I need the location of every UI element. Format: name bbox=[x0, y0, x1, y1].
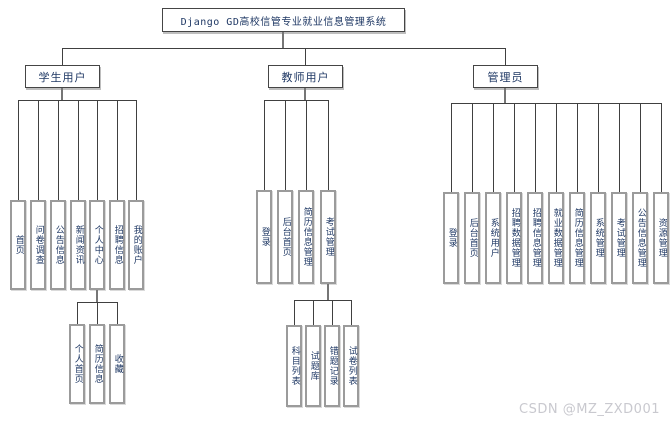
connector-student-drop-6 bbox=[117, 100, 118, 200]
branch-teacher-user: 教师用户 bbox=[268, 65, 343, 88]
connector-student-drop-1 bbox=[18, 100, 19, 200]
node-admin-backend-home: 后台首页 bbox=[464, 192, 480, 284]
node-exam-paper-list: 试卷列表 bbox=[343, 325, 359, 407]
csdn-watermark: CSDN @MZ_ZXD001 bbox=[519, 402, 660, 417]
connector-admin-drop-11 bbox=[661, 103, 662, 192]
connector-student-drop-2 bbox=[38, 100, 39, 200]
connector-teacher-drop-4 bbox=[328, 100, 329, 190]
node-admin-resource-management: 资源管理 bbox=[653, 192, 669, 284]
node-teacher-backend-home: 后台首页 bbox=[277, 190, 293, 284]
connector-student-horizontal bbox=[18, 100, 137, 101]
node-admin-exam-management: 考试管理 bbox=[611, 192, 627, 284]
connector-root-stub bbox=[282, 32, 284, 48]
connector-drop-teacher bbox=[305, 48, 306, 65]
node-teacher-exam-management: 考试管理 bbox=[320, 190, 336, 284]
connector-admin-drop-8 bbox=[598, 103, 599, 192]
connector-student-drop-5 bbox=[97, 100, 98, 200]
connector-student-drop-7 bbox=[136, 100, 137, 200]
node-student-jobs: 招聘信息 bbox=[109, 200, 125, 290]
node-personal-home: 个人首页 bbox=[69, 324, 85, 404]
connector-teacher-horizontal bbox=[264, 100, 329, 101]
connector-student-drop-4 bbox=[78, 100, 79, 200]
node-exam-subject-list: 科目列表 bbox=[286, 325, 302, 407]
node-exam-wrong-answers: 错题记录 bbox=[324, 325, 340, 407]
connector-exam-drop-4 bbox=[351, 300, 352, 325]
connector-teacher-drop-3 bbox=[306, 100, 307, 190]
root-system-node: Django GD高校信管专业就业信息管理系统 bbox=[162, 8, 405, 32]
connector-teacher-stub bbox=[304, 88, 306, 100]
node-admin-login: 登录 bbox=[443, 192, 459, 284]
node-admin-system-users: 系统用户 bbox=[485, 192, 501, 284]
connector-exam-drop-1 bbox=[294, 300, 295, 325]
node-teacher-resume-management: 简历信息管理 bbox=[298, 190, 314, 284]
node-student-survey: 问卷调查 bbox=[30, 200, 46, 290]
branch-student-user: 学生用户 bbox=[25, 65, 100, 88]
node-student-announcements: 公告信息 bbox=[50, 200, 66, 290]
connector-admin-drop-9 bbox=[619, 103, 620, 192]
node-student-home: 首页 bbox=[10, 200, 26, 290]
connector-exam-stub bbox=[327, 284, 329, 300]
node-admin-employment-data: 就业数据管理 bbox=[548, 192, 564, 284]
node-personal-resume-info: 简历信息 bbox=[89, 324, 105, 404]
connector-exam-drop-2 bbox=[313, 300, 314, 325]
connector-admin-stub bbox=[504, 88, 506, 103]
connector-teacher-drop-2 bbox=[285, 100, 286, 190]
connector-admin-drop-10 bbox=[640, 103, 641, 192]
connector-exam-horizontal bbox=[294, 300, 352, 301]
node-exam-question-bank: 试题库 bbox=[305, 325, 321, 407]
node-admin-recruitment-data: 招聘数据管理 bbox=[506, 192, 522, 284]
connector-admin-drop-2 bbox=[472, 103, 473, 192]
connector-personal-drop-1 bbox=[77, 302, 78, 324]
node-admin-resume-info: 简历信息管理 bbox=[569, 192, 585, 284]
connector-top-horizontal bbox=[62, 48, 506, 49]
node-admin-announcement-info: 公告信息管理 bbox=[632, 192, 648, 284]
node-student-news: 新闻资讯 bbox=[70, 200, 86, 290]
connector-admin-drop-5 bbox=[535, 103, 536, 192]
node-admin-system-management: 系统管理 bbox=[590, 192, 606, 284]
connector-exam-drop-3 bbox=[332, 300, 333, 325]
connector-admin-drop-7 bbox=[577, 103, 578, 192]
connector-teacher-drop-1 bbox=[264, 100, 265, 190]
connector-admin-drop-1 bbox=[451, 103, 452, 192]
connector-drop-student bbox=[62, 48, 63, 65]
node-teacher-login: 登录 bbox=[256, 190, 272, 284]
branch-admin: 管理员 bbox=[473, 65, 538, 88]
connector-personal-drop-2 bbox=[97, 302, 98, 324]
connector-student-drop-3 bbox=[58, 100, 59, 200]
node-personal-favorites: 收藏 bbox=[109, 324, 125, 404]
node-admin-recruitment-info: 招聘信息管理 bbox=[527, 192, 543, 284]
connector-admin-drop-4 bbox=[514, 103, 515, 192]
connector-personal-drop-3 bbox=[117, 302, 118, 324]
connector-admin-drop-3 bbox=[493, 103, 494, 192]
connector-drop-admin bbox=[505, 48, 506, 65]
node-student-my-account: 我的账户 bbox=[128, 200, 144, 290]
connector-admin-drop-6 bbox=[556, 103, 557, 192]
connector-student-stub bbox=[61, 88, 63, 100]
connector-personal-center-stub bbox=[96, 290, 98, 302]
node-student-personal-center: 个人中心 bbox=[89, 200, 105, 290]
